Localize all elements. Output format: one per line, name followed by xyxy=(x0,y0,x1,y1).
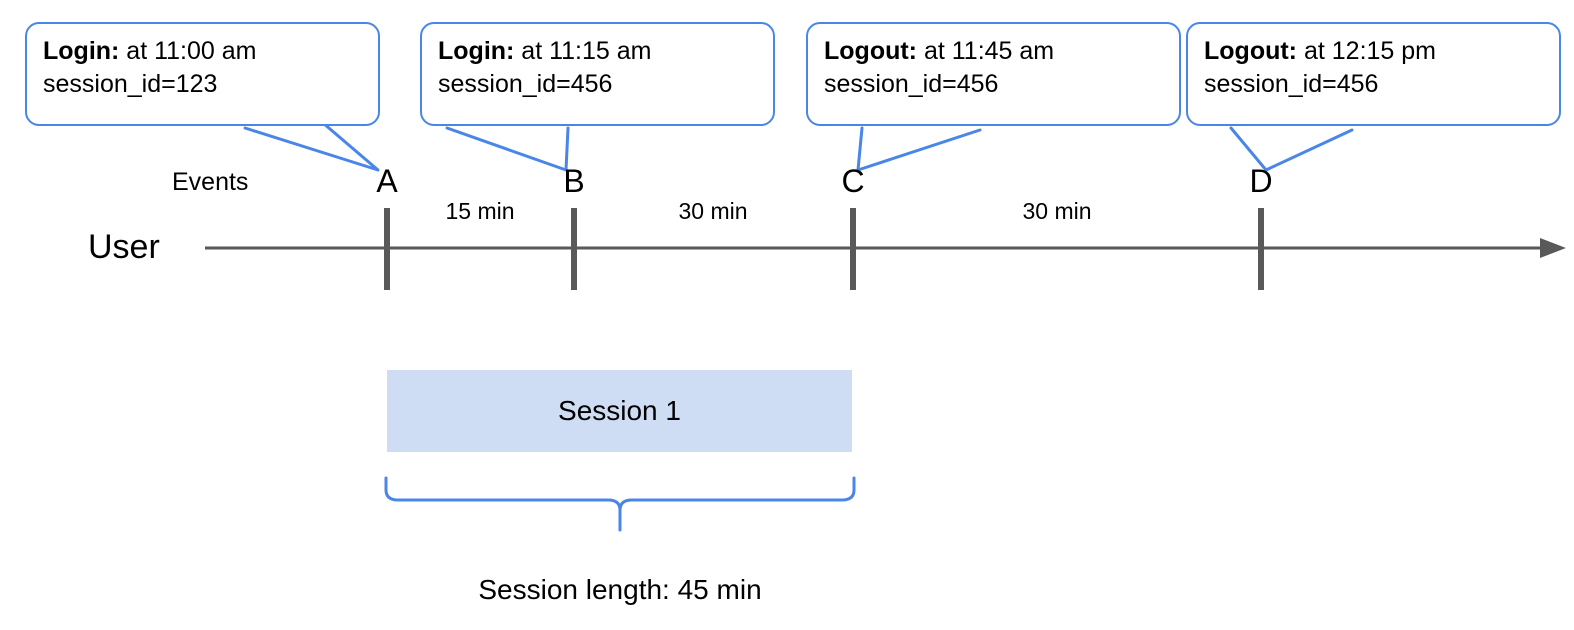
callout-line-primary: Logout: at 11:45 am xyxy=(824,35,1163,68)
callout-session-label: session_id=123 xyxy=(43,70,218,98)
callout-tail-c xyxy=(856,126,982,172)
session-bar[interactable]: Session 1 xyxy=(387,370,852,452)
callout-session-label: session_id=456 xyxy=(824,70,999,98)
event-time-label: at 11:45 am xyxy=(917,37,1055,65)
session-bar-label: Session 1 xyxy=(558,395,681,426)
session-length-caption: Session length: 45 min xyxy=(478,574,762,605)
callout-line-primary: Login: at 11:00 am xyxy=(43,35,362,68)
gap-label-c-d: 30 min xyxy=(1022,198,1092,224)
callout-tails xyxy=(243,121,1354,172)
event-type-label: Logout: xyxy=(824,37,918,65)
callout-bubble-b[interactable]: Login: at 11:15 am session_id=456 xyxy=(420,22,775,126)
event-time-label: at 11:15 am xyxy=(514,37,652,65)
timeline-axis xyxy=(205,238,1566,258)
callout-bubble-d[interactable]: Logout: at 12:15 pm session_id=456 xyxy=(1186,22,1561,126)
callout-tail-a xyxy=(243,121,380,172)
callout-bubble-a[interactable]: Login: at 11:00 am session_id=123 xyxy=(25,22,380,126)
events-row-label: Events xyxy=(172,168,249,196)
gap-label-a-b: 15 min xyxy=(445,198,515,224)
callout-session-label: session_id=456 xyxy=(438,70,613,98)
tick-label-b: B xyxy=(563,163,585,199)
tick-label-d: D xyxy=(1249,163,1273,199)
gap-label-b-c: 30 min xyxy=(678,198,748,224)
tick-label-c: C xyxy=(841,163,865,199)
event-type-label: Login: xyxy=(438,37,515,65)
callout-tail-b xyxy=(445,126,570,172)
session-brace xyxy=(384,476,856,532)
callout-line-primary: Logout: at 12:15 pm xyxy=(1204,35,1543,68)
callout-line-primary: Login: at 11:15 am xyxy=(438,35,757,68)
event-time-label: at 12:15 pm xyxy=(1297,37,1436,65)
callout-session-label: session_id=456 xyxy=(1204,70,1379,98)
event-type-label: Logout: xyxy=(1204,37,1298,65)
user-row-label: User xyxy=(88,228,160,266)
callout-bubble-c[interactable]: Logout: at 11:45 am session_id=456 xyxy=(806,22,1181,126)
event-time-label: at 11:00 am xyxy=(119,37,257,65)
event-type-label: Login: xyxy=(43,37,120,65)
tick-label-a: A xyxy=(376,163,398,199)
